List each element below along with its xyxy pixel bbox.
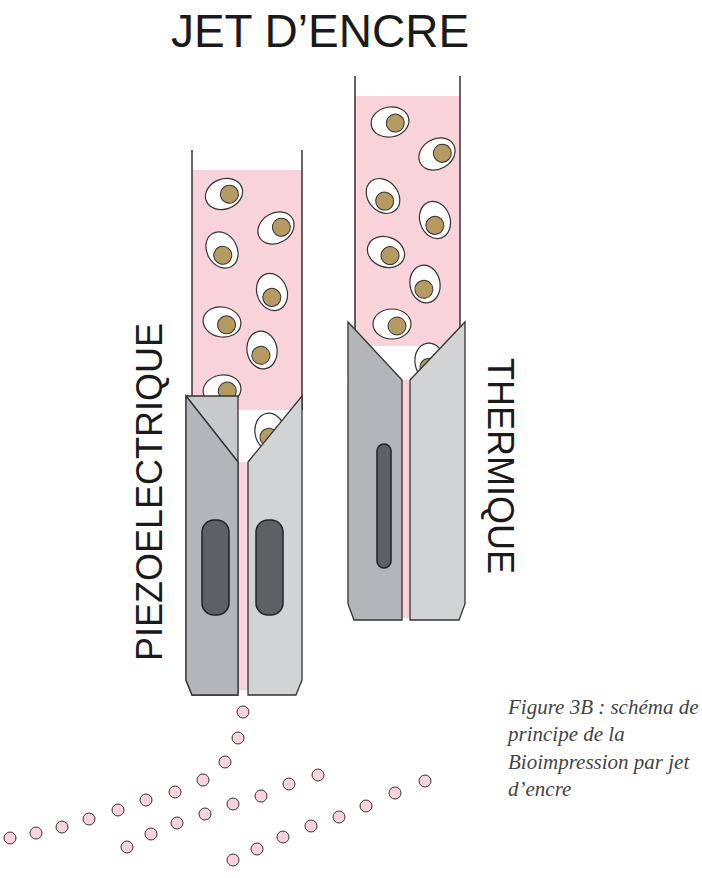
method-label: PIEZOELECTRIQUE <box>129 323 171 661</box>
method-label: THERMIQUE <box>479 358 521 574</box>
diagram-title: JET D’ENCRE <box>0 4 640 58</box>
figure-caption: Figure 3B : schéma de principe de la Bio… <box>508 694 700 803</box>
